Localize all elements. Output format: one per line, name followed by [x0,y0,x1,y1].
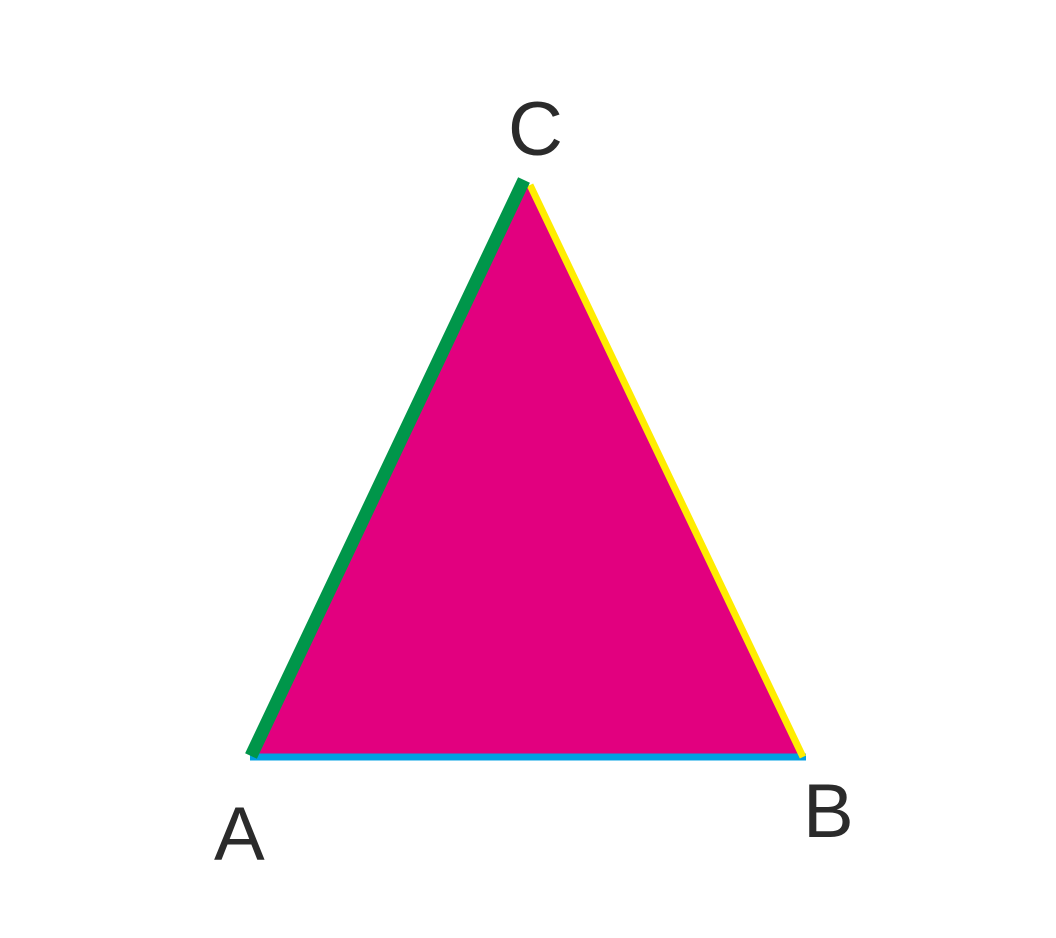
side-bc [526,183,807,759]
vertex-label-c: C [508,87,563,172]
side-ca [245,177,530,759]
vertex-label-a: A [214,792,265,877]
triangle-fill [252,182,804,757]
vertex-label-b: B [803,769,854,854]
